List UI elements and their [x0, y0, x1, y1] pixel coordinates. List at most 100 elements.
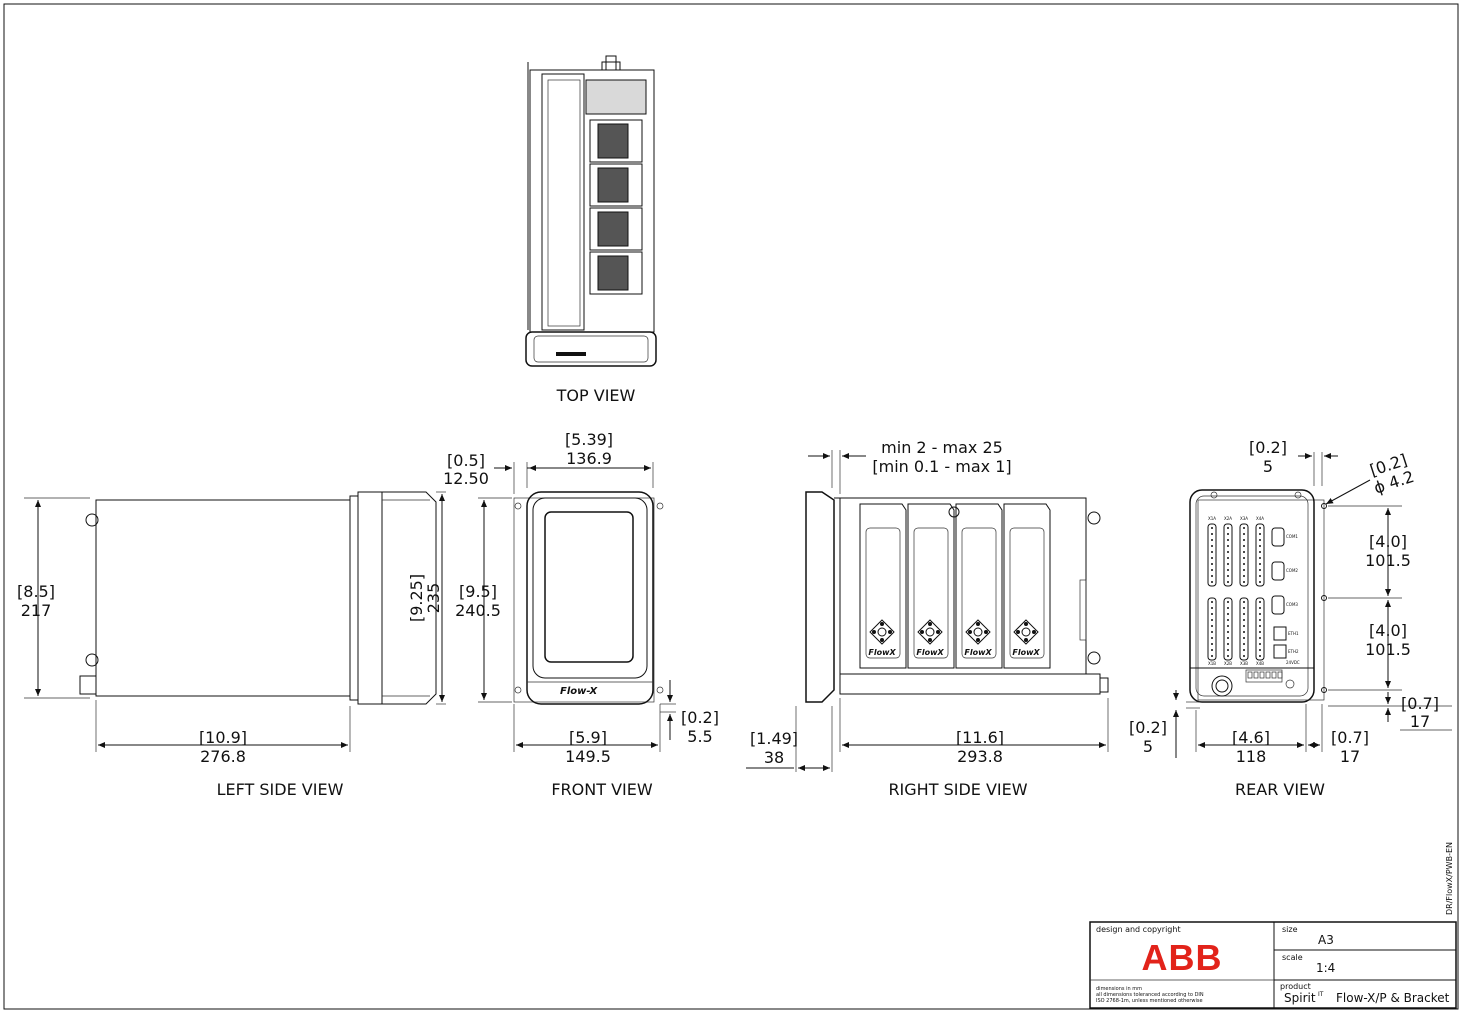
notes-line3: ISO 2768-1m, unless mentioned otherwise: [1096, 998, 1203, 1004]
connector-pin: [1259, 601, 1261, 603]
abb-logo: ABB: [1142, 937, 1223, 978]
size-label: size: [1282, 925, 1298, 934]
module-keypad-center-icon: [973, 627, 983, 637]
module-brand-label: FlowX: [916, 648, 944, 657]
connector-pin: [1243, 619, 1245, 621]
title-block: [1089, 921, 1457, 1009]
connector-pin: [1259, 655, 1261, 657]
connector-pin: [1211, 545, 1213, 547]
connector-pin: [1259, 545, 1261, 547]
connector-pin: [1211, 563, 1213, 565]
connector-pin: [1227, 619, 1229, 621]
module-key-dot: [928, 638, 932, 642]
module-key-dot: [1016, 630, 1020, 634]
module-key-dot: [936, 630, 940, 634]
io-module: [955, 503, 1003, 669]
front-edge-in: [0.5]: [447, 451, 485, 470]
front-foot-mm: 5.5: [687, 727, 712, 746]
connector-pin: [1211, 613, 1213, 615]
ethernet-port: [1273, 644, 1287, 659]
module-keypad-icon: [917, 619, 943, 645]
module-key-dot: [976, 622, 980, 626]
connector-pin: [1259, 575, 1261, 577]
front-top-mm: 136.9: [566, 449, 612, 468]
connector-pin: [1211, 655, 1213, 657]
terminal-pin: [1247, 671, 1253, 679]
connector-pin: [1211, 637, 1213, 639]
left-bezel-mm: 235: [424, 583, 443, 614]
connector-pin: [1259, 637, 1261, 639]
product-label: product: [1280, 982, 1311, 991]
connector-pin: [1259, 643, 1261, 645]
connector-pin: [1243, 601, 1245, 603]
module-key-dot: [888, 630, 892, 634]
rear-connector-top: [1239, 523, 1249, 587]
connector-pin: [1243, 527, 1245, 529]
connector-pin: [1211, 619, 1213, 621]
connector-pin: [1243, 539, 1245, 541]
connector-pin: [1227, 563, 1229, 565]
front-foot-in: [0.2]: [681, 708, 719, 727]
connector-pin: [1227, 649, 1229, 651]
rear-connector-bottom: [1255, 597, 1265, 661]
top-view-drawing: [525, 55, 657, 367]
module-key-dot: [976, 638, 980, 642]
rear-width-in: [4.6]: [1232, 728, 1270, 747]
connector-pin: [1227, 569, 1229, 571]
module-key-dot: [1024, 638, 1028, 642]
rear-top-mm: 5: [1263, 457, 1273, 476]
rear-side-in: [0.7]: [1331, 728, 1369, 747]
front-height-mm: 240.5: [455, 601, 501, 620]
connector-pin: [1227, 539, 1229, 541]
connector-pin: [1227, 631, 1229, 633]
module-key-dot: [928, 622, 932, 626]
module-key-dot: [984, 630, 988, 634]
front-width-in: [5.9]: [569, 728, 607, 747]
connector-pin: [1227, 607, 1229, 609]
connector-pin: [1211, 533, 1213, 535]
module-brand-label: FlowX: [1012, 648, 1040, 657]
connector-pin: [1243, 613, 1245, 615]
com-port: [1271, 561, 1285, 581]
connector-pin: [1227, 601, 1229, 603]
connector-pin: [1259, 649, 1261, 651]
com-label: COM1: [1286, 534, 1298, 539]
rear-side-mm: 17: [1340, 747, 1360, 766]
left-height-in: [8.5]: [17, 582, 55, 601]
scale-value: 1:4: [1316, 961, 1335, 975]
design-label: design and copyright: [1096, 925, 1181, 934]
connector-pin: [1227, 625, 1229, 627]
connector-pin: [1259, 631, 1261, 633]
front-edge-mm: 12.50: [443, 469, 489, 488]
terminal-pin: [1271, 671, 1277, 679]
rear-pitch1-in: [4.0]: [1369, 532, 1407, 551]
side-code: DR/FlowX/PWB-EN: [1445, 842, 1454, 915]
connector-pin: [1211, 539, 1213, 541]
connector-pin: [1243, 557, 1245, 559]
terminal-pin: [1259, 671, 1265, 679]
left-width-mm: 276.8: [200, 747, 246, 766]
port-label-top: X3A: [1240, 516, 1248, 521]
connector-pin: [1243, 551, 1245, 553]
right-range-in: [min 0.1 - max 1]: [872, 457, 1011, 476]
rear-bottom-mm: 17: [1410, 712, 1430, 731]
connector-pin: [1243, 625, 1245, 627]
connector-pin: [1259, 613, 1261, 615]
com-label: COM2: [1286, 568, 1298, 573]
right-depth-in: [1.49]: [750, 729, 798, 748]
port-label-bottom: X1B: [1208, 661, 1216, 666]
top-view-label: TOP VIEW: [556, 386, 636, 405]
com-port: [1271, 527, 1285, 547]
front-width-mm: 149.5: [565, 747, 611, 766]
rear-pitch2-mm: 101.5: [1365, 640, 1411, 659]
rear-left-in: [0.2]: [1129, 718, 1167, 737]
connector-pin: [1243, 649, 1245, 651]
connector-pin: [1243, 545, 1245, 547]
module-key-dot: [872, 630, 876, 634]
rear-connector-top: [1207, 523, 1217, 587]
terminal-pin: [1253, 671, 1259, 679]
connector-pin: [1211, 631, 1213, 633]
io-module-face: [865, 527, 901, 659]
connector-pin: [1259, 539, 1261, 541]
